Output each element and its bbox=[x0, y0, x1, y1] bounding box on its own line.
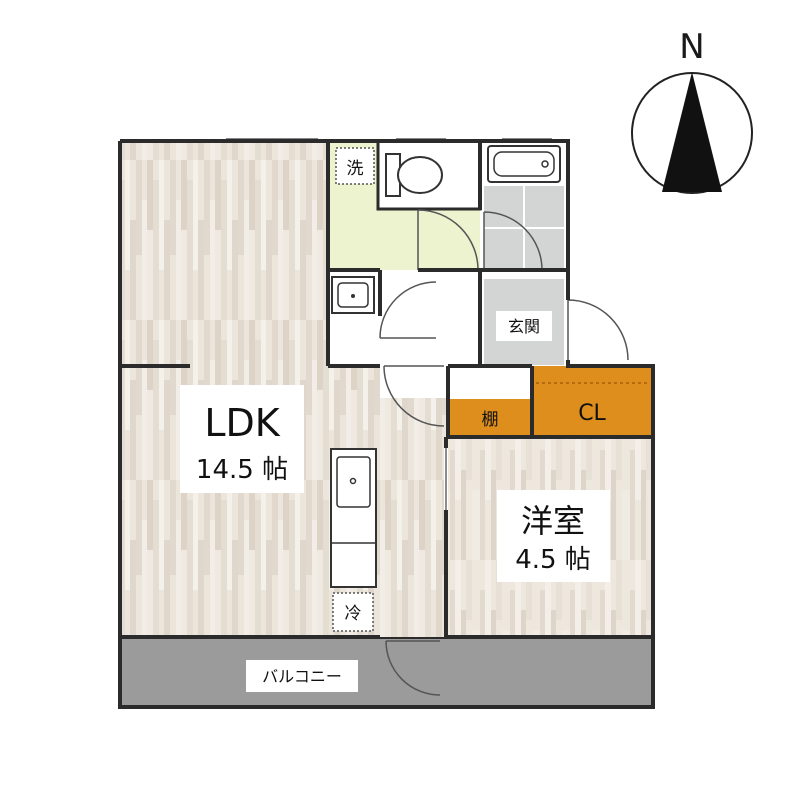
door-swings bbox=[379, 209, 629, 696]
shelf bbox=[448, 399, 532, 437]
ldk-size: 14.5 帖 bbox=[196, 455, 288, 485]
compass: N bbox=[631, 27, 753, 194]
washer-label: 洗 bbox=[347, 159, 364, 179]
entrance-label: 玄関 bbox=[508, 317, 540, 336]
western-room-label-box bbox=[497, 490, 610, 582]
toilet-icon bbox=[397, 156, 443, 194]
ldk-upper-floor bbox=[120, 141, 328, 366]
fridge-label: 冷 bbox=[345, 604, 362, 624]
balcony-label-box bbox=[246, 660, 358, 692]
fridge-space bbox=[332, 592, 374, 632]
balcony-label: バルコニー bbox=[262, 667, 342, 686]
ldk-label: LDK bbox=[204, 401, 280, 445]
entrance-label-box bbox=[496, 311, 552, 341]
western-room-size: 4.5 帖 bbox=[515, 545, 591, 575]
kitchen-sink-icon bbox=[336, 456, 371, 508]
hallway-lower-floor bbox=[380, 366, 532, 398]
ldk-label-box bbox=[180, 385, 304, 493]
washer-space bbox=[335, 147, 375, 185]
compass-label: N bbox=[679, 27, 704, 67]
western-room-label: 洋室 bbox=[521, 502, 585, 540]
shelf-label: 棚 bbox=[482, 410, 499, 430]
closet-label: CL bbox=[578, 401, 606, 426]
closet bbox=[532, 366, 653, 437]
compass-needle-icon bbox=[662, 72, 722, 192]
